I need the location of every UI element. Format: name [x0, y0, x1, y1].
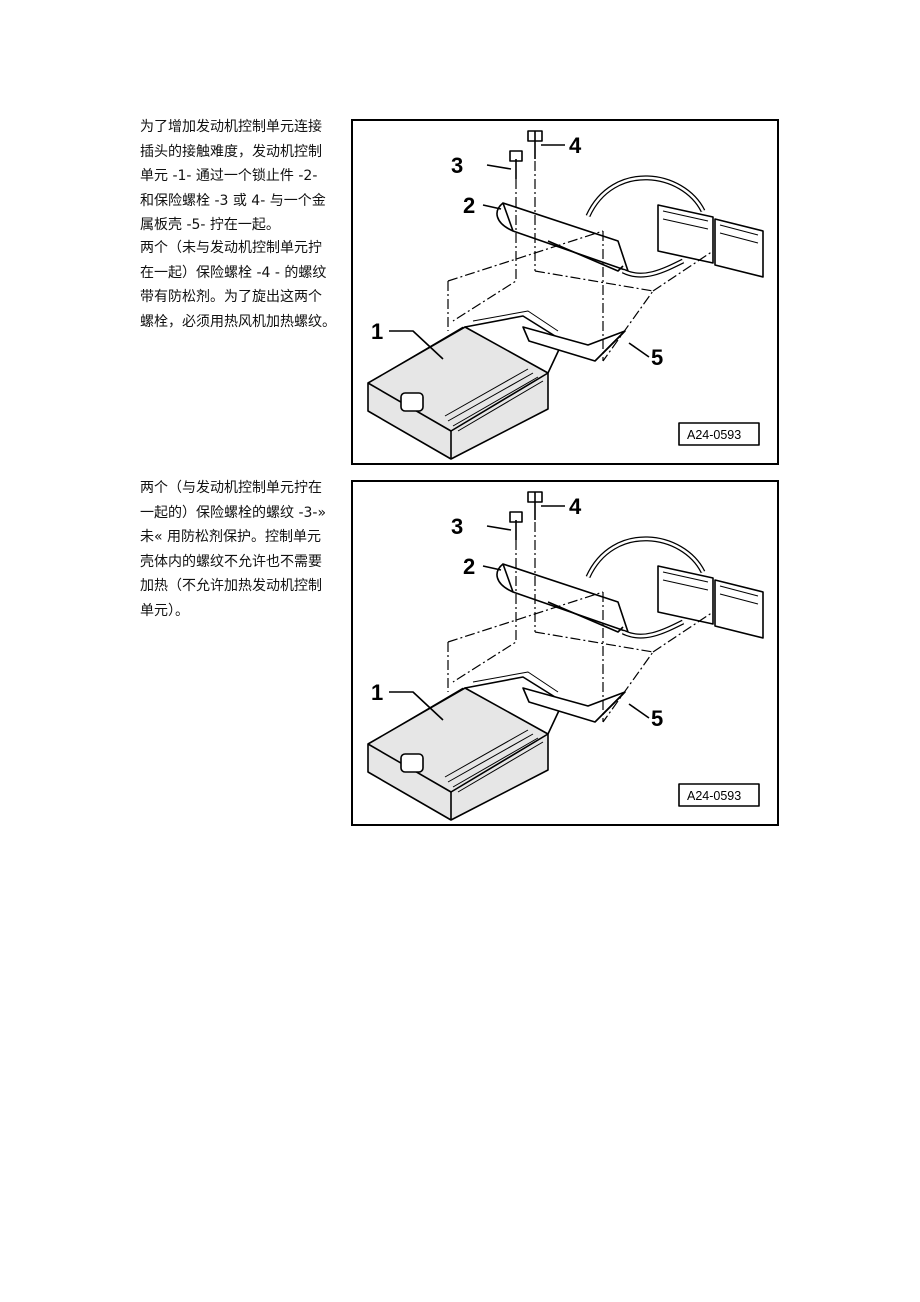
text-paragraph-1: 为了增加发动机控制单元连接 插头的接触难度，发动机控制 单元 -1- 通过一个锁… [140, 119, 326, 233]
figure-id: A24-0593 [687, 789, 741, 803]
callout-4: 4 [569, 133, 582, 158]
callout-5: 5 [651, 345, 663, 370]
callout-2: 2 [463, 193, 475, 218]
callout-2: 2 [463, 554, 475, 579]
text-paragraph-2: 两个（未与发动机控制单元拧 在一起）保险螺栓 -4 - 的螺纹 带有防松剂。为了… [140, 240, 336, 330]
callout-3: 3 [451, 153, 463, 178]
callout-5: 5 [651, 706, 663, 731]
ecu-diagram-drawing: 1 2 3 4 5 A24-0593 [367, 130, 764, 460]
ecu-diagram-2: 1 2 3 4 5 A24-0593 [351, 480, 779, 826]
callout-3: 3 [451, 514, 463, 539]
ecu-diagram-1: 1 2 3 4 5 A24-0593 [351, 119, 779, 465]
ecu-diagram-drawing: 1 2 3 4 5 A24-0593 [367, 491, 764, 821]
callout-1: 1 [371, 680, 383, 705]
figure-id: A24-0593 [687, 428, 741, 442]
callout-4: 4 [569, 494, 582, 519]
text-paragraph-3: 两个（与发动机控制单元拧在 一起的）保险螺栓的螺纹 -3-» 未« 用防松剂保护… [140, 480, 327, 619]
callout-1: 1 [371, 319, 383, 344]
